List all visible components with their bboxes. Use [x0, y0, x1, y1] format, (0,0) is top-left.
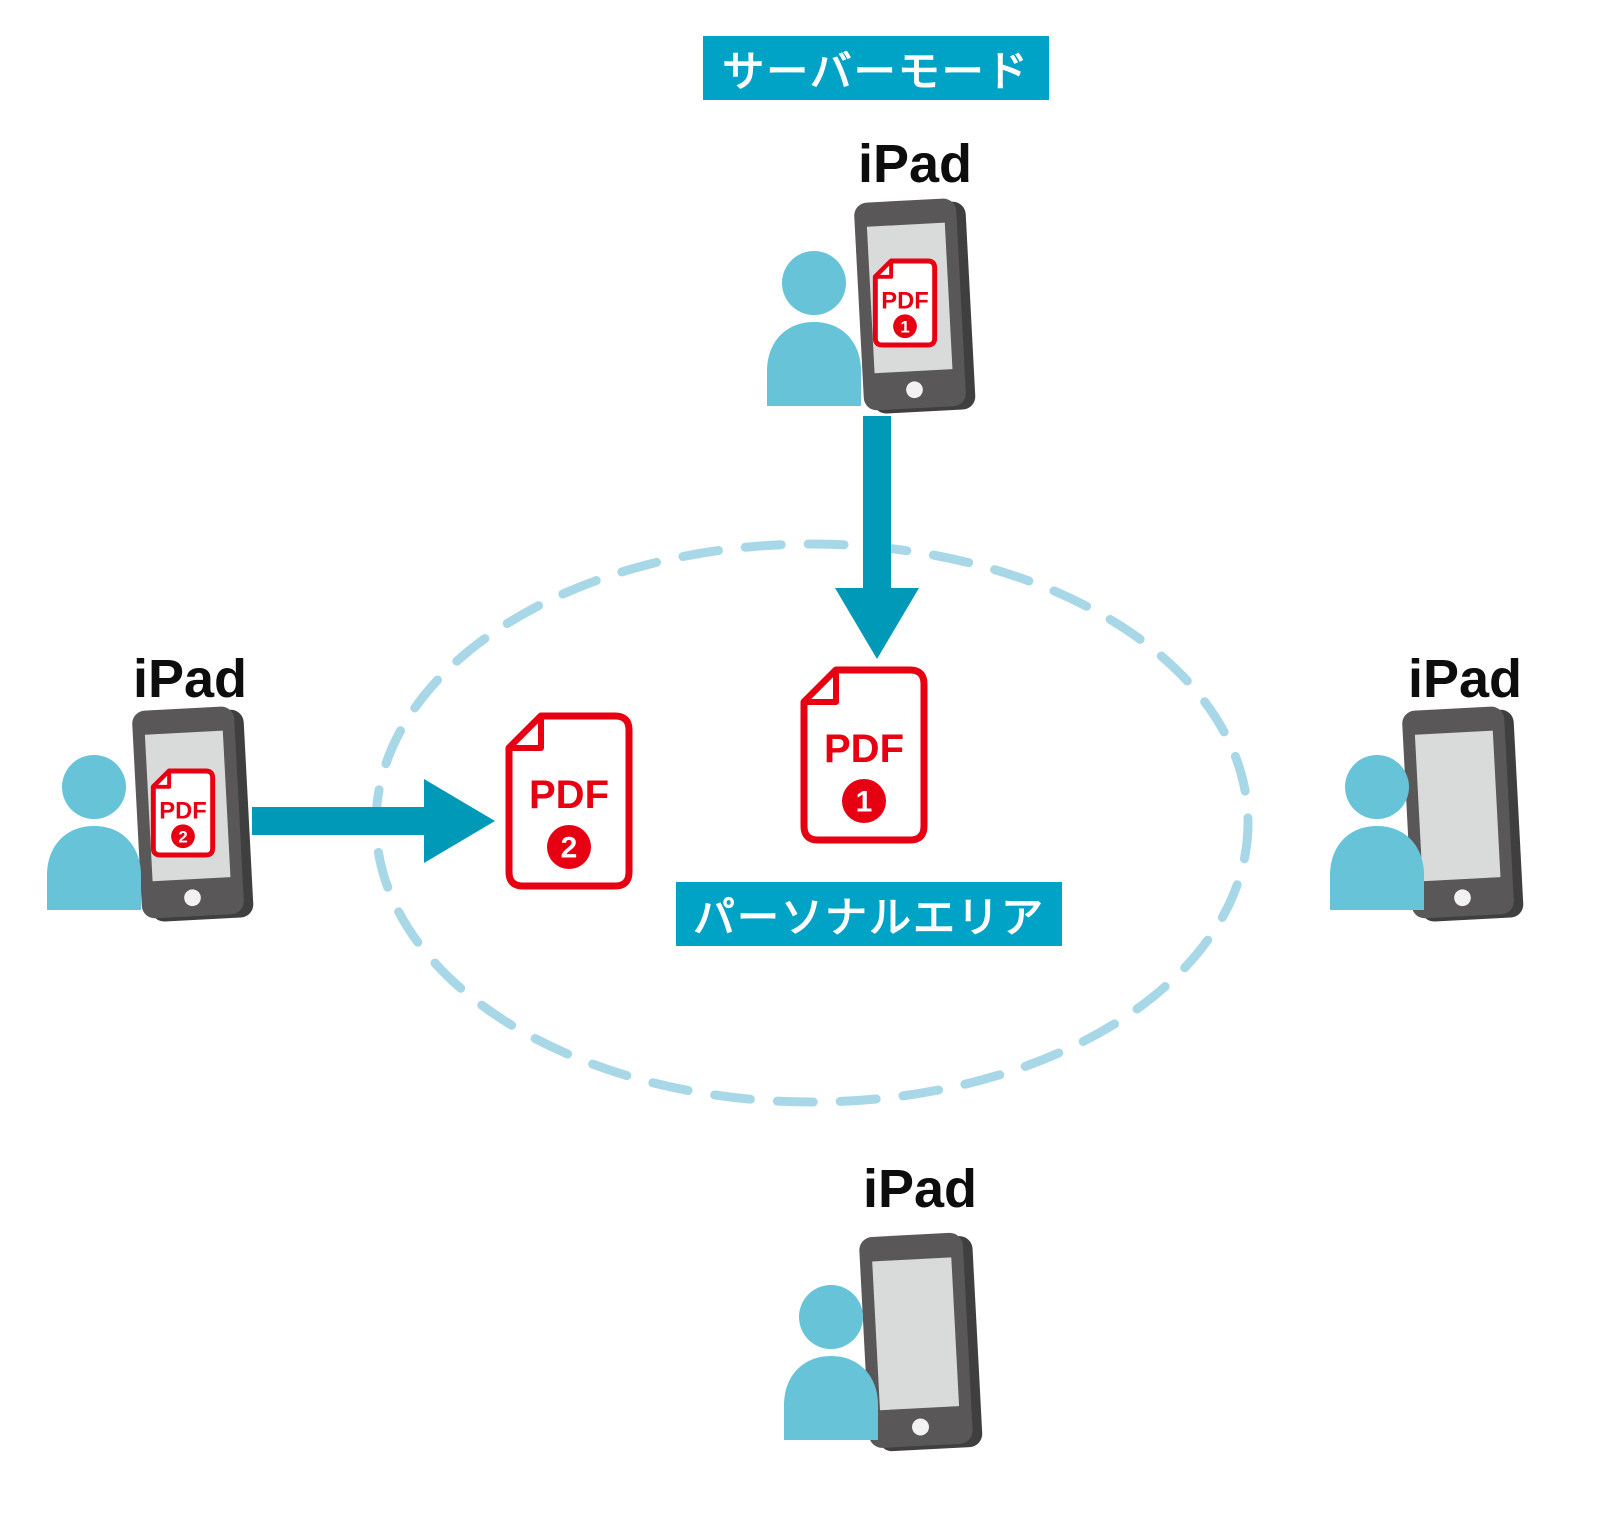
pdf2-small-document-icon: PDF 2 — [150, 768, 216, 858]
pdf2-small-number-badge — [171, 824, 195, 849]
pdf2-label: PDF — [529, 773, 609, 817]
arrow-down-icon — [835, 416, 919, 659]
pdf1-small-number-badge — [893, 314, 917, 339]
ipad-icon-right — [1402, 706, 1524, 922]
person-icon-top — [767, 251, 861, 406]
pdf2-small-label: PDF — [159, 798, 206, 824]
person-icon-bottom — [784, 1285, 878, 1440]
pdf1-document-icon: PDF 1 — [800, 666, 928, 844]
pdf1-small-document-icon: PDF 1 — [872, 258, 938, 348]
personal-area-label: パーソナルエリア — [692, 893, 1045, 941]
pdf1-label: PDF — [824, 727, 904, 771]
person-icon-left — [47, 755, 141, 910]
ipad-label-left: iPad — [132, 649, 248, 709]
pdf2-document-icon: PDF 2 — [505, 712, 633, 890]
pdf1-number: 1 — [856, 786, 873, 819]
ipad-label-top: iPad — [857, 134, 973, 194]
arrow-right-icon — [252, 779, 495, 863]
pdf2-number-badge — [547, 825, 591, 869]
ipad-label-right: iPad — [1407, 649, 1523, 709]
person-icon-right — [1330, 755, 1424, 910]
pdf2-number: 2 — [561, 832, 578, 865]
server-mode-banner: サーバーモード — [703, 36, 1049, 100]
pdf1-small-number: 1 — [900, 318, 909, 337]
ipad-label-bottom: iPad — [862, 1159, 978, 1219]
ipad-icon-bottom — [859, 1232, 983, 1452]
pdf1-number-badge — [842, 779, 886, 823]
pdf1-small-label: PDF — [881, 288, 928, 314]
server-mode-label: サーバーモード — [722, 47, 1030, 95]
pdf2-small-number: 2 — [178, 828, 187, 847]
personal-area-banner: パーソナルエリア — [676, 882, 1062, 946]
